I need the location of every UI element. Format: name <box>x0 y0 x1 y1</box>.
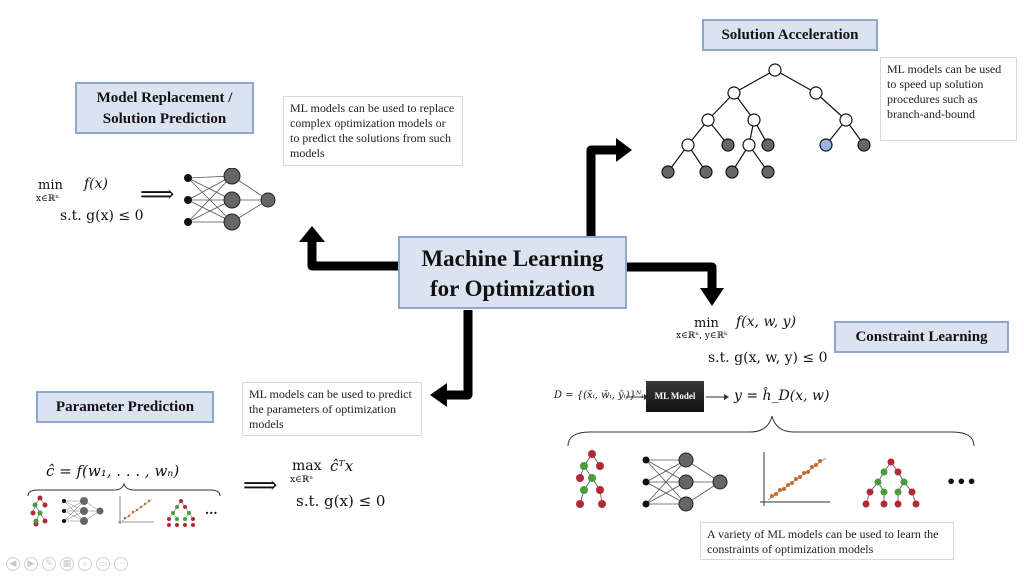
constraint-learning-min-sub: x∈ℝⁿ, y∈ℝᵏ <box>676 331 728 341</box>
parameter-prediction-title-box: Parameter Prediction <box>36 391 214 423</box>
constraint-learning-objective: f(x, w, y) <box>736 314 797 330</box>
solution-acceleration-note: ML models can be used to speed up soluti… <box>880 57 1017 141</box>
model-replacement-note: ML models can be used to replace complex… <box>283 96 463 166</box>
slides-icon[interactable]: ▦ <box>60 557 74 571</box>
model-replacement-min: min <box>38 178 63 193</box>
model-output: y = ĥ_D(x, w) <box>734 388 830 404</box>
neural-network-icon <box>184 168 276 231</box>
linear-regression-icon <box>118 496 154 524</box>
branch-and-bound-tree-icon <box>661 63 871 179</box>
previous-slide-icon[interactable]: ◀ <box>6 557 20 571</box>
constraint-learning-title-box: Constraint Learning <box>834 321 1009 353</box>
parameter-prediction-max-sub: x∈ℝⁿ <box>290 475 314 485</box>
parameter-prediction-brace <box>27 482 221 497</box>
random-forest-icon <box>862 458 920 508</box>
constraint-learning-ellipsis: ••• <box>946 472 977 491</box>
parameter-prediction-constraint: s.t. g(x) ≤ 0 <box>296 492 386 510</box>
min-label: min <box>38 178 63 193</box>
pen-icon[interactable]: ✎ <box>42 557 56 571</box>
center-title-box: Machine Learning for Optimization <box>398 236 627 309</box>
parameter-prediction-objective: ĉᵀx <box>330 457 354 475</box>
model-replacement-implies: ⟹ <box>140 180 175 208</box>
dataset-label: D = {(x̄ᵢ, w̄ᵢ, ȳᵢ)}ᴺᵢ₌₁ <box>554 390 653 401</box>
model-replacement-title-line2: Solution Prediction <box>102 111 227 127</box>
linear-regression-icon <box>760 452 830 506</box>
subtitles-icon[interactable]: ▭ <box>96 557 110 571</box>
decision-tree-icon <box>576 450 606 508</box>
constraint-learning-min: min <box>694 316 719 331</box>
constraint-learning-constraint: s.t. g(x, w, y) ≤ 0 <box>708 350 828 366</box>
parameter-prediction-equation: ĉ = f(w₁, . . . , wₙ) <box>46 462 180 480</box>
ml-model-label: ML Model <box>654 391 696 401</box>
ml-model-box: ML Model <box>646 381 704 412</box>
center-title-line2: for Optimization <box>429 276 596 301</box>
random-forest-icon <box>167 499 195 527</box>
model-replacement-objective: f(x) <box>84 176 109 192</box>
neural-network-icon <box>642 452 728 512</box>
parameter-prediction-max: max <box>292 458 322 474</box>
model-replacement-title-box: Model Replacement / Solution Prediction <box>75 82 254 134</box>
model-output-arrow <box>706 394 729 400</box>
constraint-learning-note: A variety of ML models can be used to le… <box>700 522 954 560</box>
center-title-line1: Machine Learning <box>421 246 604 271</box>
constraint-learning-brace <box>567 415 975 447</box>
parameter-prediction-ellipsis: ... <box>205 503 218 517</box>
more-options-icon[interactable]: ⋯ <box>114 557 128 571</box>
model-replacement-title-line1: Model Replacement / <box>96 90 233 106</box>
zoom-icon[interactable]: ⌕ <box>78 557 92 571</box>
model-replacement-constraint: s.t. g(x) ≤ 0 <box>60 208 144 224</box>
solution-acceleration-title-box: Solution Acceleration <box>702 19 878 51</box>
next-slide-icon[interactable]: ▶ <box>24 557 38 571</box>
parameter-prediction-note: ML models can be used to predict the par… <box>242 382 422 436</box>
neural-network-icon <box>62 497 104 525</box>
model-replacement-min-sub: x∈ℝⁿ <box>36 194 60 204</box>
parameter-prediction-implies: ⟹ <box>243 471 278 499</box>
decision-tree-icon <box>30 495 48 527</box>
